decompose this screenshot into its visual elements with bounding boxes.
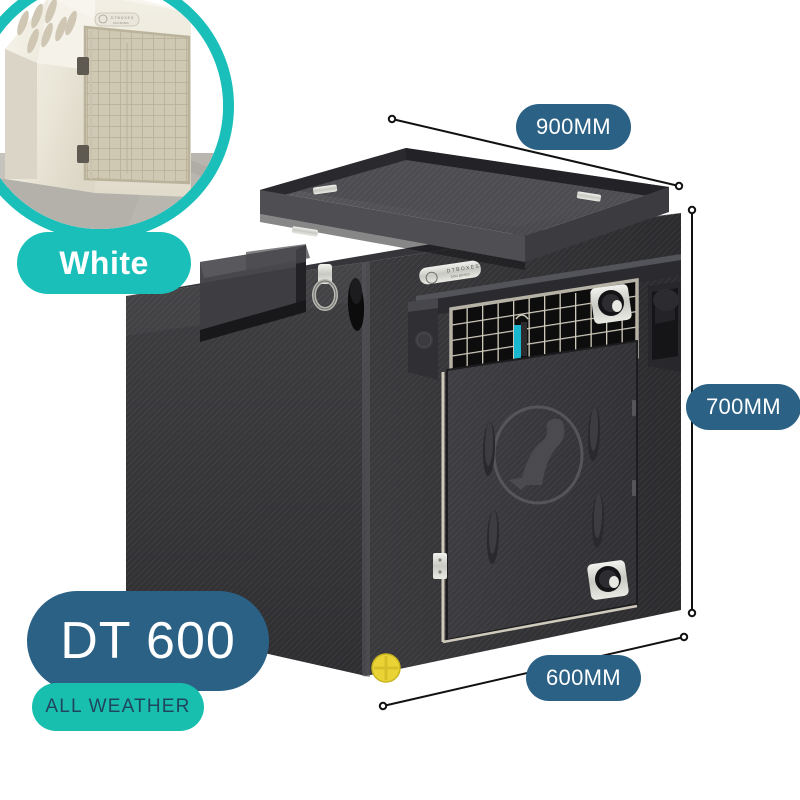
brand-nameplate: DTBOXES DOG BOXES <box>419 260 481 285</box>
all-weather-badge: ALL WEATHER <box>32 683 204 731</box>
drain-plug <box>371 653 401 683</box>
dimension-badge-900mm: 900MM <box>516 104 631 150</box>
dimension-badge-700mm: 700MM <box>686 384 800 430</box>
front-panel: DTBOXES DOG BOXES <box>371 254 681 683</box>
colour-swatch-badge: White <box>17 232 191 294</box>
svg-text:DTBOXES: DTBOXES <box>111 16 134 20</box>
latch-knob-lower <box>587 560 629 600</box>
svg-text:DOG BOXES: DOG BOXES <box>450 272 470 279</box>
key-tag <box>514 314 529 373</box>
tiedown-ring-side <box>312 264 338 311</box>
colour-variant-inset: DTBOXES DOG BOXES <box>0 0 240 294</box>
latch-knob-upper <box>590 284 632 324</box>
svg-text:DTBOXES: DTBOXES <box>446 264 480 275</box>
svg-text:DOG BOXES: DOG BOXES <box>113 21 129 25</box>
model-badge: DT 600 <box>27 591 269 691</box>
dimension-line-900 <box>387 114 684 191</box>
dimension-badge-600mm: 600MM <box>526 655 641 701</box>
door-latch-lower-left <box>433 553 447 579</box>
white-box-photo: DTBOXES DOG BOXES <box>0 0 223 229</box>
inset-ring-border: DTBOXES DOG BOXES <box>0 0 234 240</box>
